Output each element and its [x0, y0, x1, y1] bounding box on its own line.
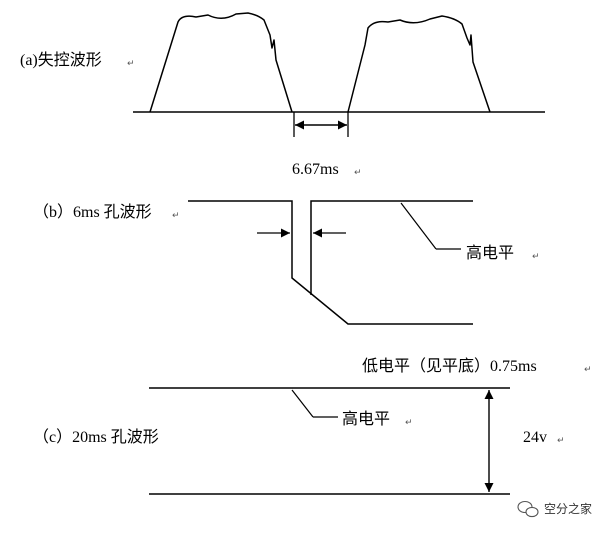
pulse-2: [347, 15, 491, 113]
waveform-b-lower: [188, 200, 473, 325]
section-c-title: （c）20ms 孔波形: [33, 428, 159, 446]
section-b-title: （b）6ms 孔波形: [33, 203, 152, 221]
para-mark: ↵: [532, 252, 540, 262]
section-c: 高电平 ↵ （c）20ms 孔波形 24v ↵: [33, 387, 565, 495]
high-level-leader: [400, 202, 437, 250]
section-b: （b）6ms 孔波形 ↵ 高电平 ↵ 低电平（见平底）0.75ms ↵: [33, 200, 592, 375]
para-mark: ↵: [584, 365, 592, 375]
section-a-title: (a)失控波形: [20, 51, 102, 69]
para-mark: ↵: [354, 168, 362, 178]
para-mark: ↵: [405, 418, 413, 428]
high-level-label-b: 高电平: [466, 244, 514, 262]
waveform-b-upper: [310, 200, 473, 295]
section-a: (a)失控波形 ↵ 6.67ms ↵: [20, 12, 545, 178]
watermark-text: 空分之家: [544, 501, 592, 516]
voltage-label: 24v: [523, 429, 547, 446]
para-mark: ↵: [557, 436, 565, 446]
para-mark: ↵: [127, 59, 135, 69]
high-level-leader-c: [291, 389, 314, 418]
para-mark: ↵: [172, 211, 180, 221]
low-level-label: 低电平（见平底）0.75ms: [362, 357, 537, 375]
wechat-icon: [517, 500, 539, 518]
interval-label: 6.67ms: [292, 161, 339, 178]
watermark: 空分之家: [517, 500, 592, 518]
high-level-label-c: 高电平: [342, 410, 390, 428]
pulse-1: [149, 12, 293, 113]
